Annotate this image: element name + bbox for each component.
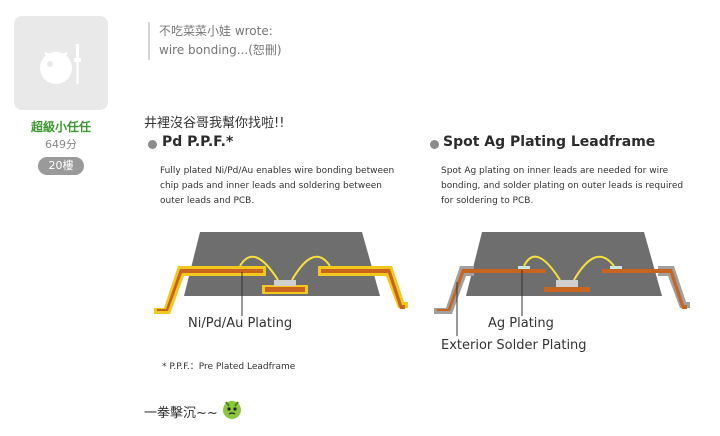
- quote-block: 不吃菜菜小娃 wrote: wire bonding...(恕刪): [148, 22, 282, 60]
- left-desc-line: chip pads and inner leads and soldering …: [160, 181, 382, 191]
- right-desc-line: bonding, and solder plating on outer lea…: [441, 181, 684, 191]
- left-description: Fully plated Ni/Pd/Au enables wire bondi…: [160, 164, 394, 209]
- solder-plating-label: Exterior Solder Plating: [441, 338, 587, 353]
- right-title: Spot Ag Plating Leadframe: [443, 134, 656, 150]
- default-avatar-icon: [40, 44, 81, 84]
- left-title: Pd P.P.F.*: [162, 134, 234, 150]
- right-description: Spot Ag plating on inner leads are neede…: [441, 164, 683, 209]
- left-package: [154, 232, 408, 316]
- avatar[interactable]: [14, 16, 108, 110]
- green-onion-emoji-icon: [221, 398, 243, 424]
- ag-plating-label: Ag Plating: [488, 316, 554, 331]
- user-points: 649分: [45, 138, 77, 151]
- left-desc-line: outer leads and PCB.: [160, 196, 255, 206]
- bullet-dot-icon: [430, 140, 439, 149]
- quote-text: wire bonding...(恕刪): [159, 43, 282, 57]
- right-desc-line: Spot Ag plating on inner leads are neede…: [441, 166, 669, 176]
- left-plating-label: Ni/Pd/Au Plating: [188, 316, 293, 331]
- footnote: * P.P.F.：Pre Plated Leadframe: [162, 362, 296, 372]
- bullet-dot-icon: [148, 140, 157, 149]
- quote-author: 不吃菜菜小娃 wrote:: [159, 24, 273, 38]
- left-desc-line: Fully plated Ni/Pd/Au enables wire bondi…: [160, 166, 395, 176]
- signoff-text: 一拳擊沉~~: [144, 406, 218, 421]
- leadframe-diagram-image: Pd P.P.F.* Fully plated Ni/Pd/Au enables…: [144, 130, 708, 372]
- right-desc-line: for soldering to PCB.: [441, 196, 534, 206]
- floor-badge[interactable]: 20樓: [38, 157, 84, 175]
- right-package: [434, 232, 690, 336]
- post-text: 井裡沒谷哥我幫你找啦!!: [144, 116, 285, 131]
- username[interactable]: 超級小任任: [30, 120, 91, 134]
- package-cross-section-drawing: [154, 232, 690, 336]
